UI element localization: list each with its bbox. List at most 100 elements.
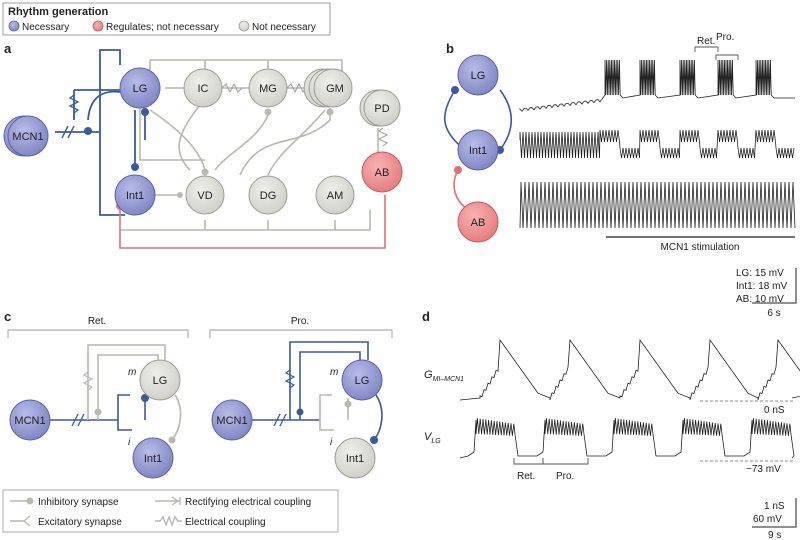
legend-inhibitory-label: Inhibitory synapse [38,497,119,508]
node-am: AM [315,175,355,215]
node-vd: VD [185,175,225,215]
panel-c-pro-title: Pro. [291,316,309,327]
bracket-pro-label: Pro. [716,32,734,43]
pd-ab-coupling [377,127,389,147]
legend-electrical-label: Electrical coupling [185,517,266,528]
node-am-label: AM [327,190,344,202]
node-dg: DG [248,175,288,215]
legend-inhibitory-icon [26,497,34,505]
bracket-c-pro [209,329,393,338]
node-vd-label: VD [197,190,212,202]
panel-b-synapse-a [451,86,459,94]
trace-v [459,418,795,459]
scale-ns: 1 nS [764,501,785,512]
legend-electrical-icon [155,515,182,527]
legend-necessary-swatch [8,20,20,32]
node-ab-label: AB [375,167,390,179]
node-dg-label: DG [260,190,277,202]
panel-c-ret-lg: LG [139,359,181,401]
bracket-ret [694,46,719,52]
panel-b: b LG Int1 AB Ret. Pro. MCN1 stimulation … [443,32,797,319]
node-mg: MG [248,68,288,108]
node-ab: AB [361,151,403,193]
panel-c-pro-syn2 [344,400,352,408]
d-ret-label: Ret. [517,471,535,482]
panel-b-node-ab: AB [457,201,499,243]
panel-c-label: c [4,309,11,324]
scale-mv: 60 mV [753,514,782,525]
legend-excitatory-label: Excitatory synapse [38,517,122,528]
v-label-main: V [424,431,433,443]
panel-b-red-synapse [454,166,462,174]
legend-excitatory-icon [10,515,31,527]
scale-ab: AB: 10 mV [736,294,784,305]
scale-time-d: 9 s [768,530,781,540]
bracket-c-ret [7,329,189,338]
bracket-pro [715,54,739,60]
panel-b-label: b [446,41,454,56]
panel-c-ret-break [71,413,85,427]
panel-c-pro-lg: LG [341,359,383,401]
panel-b-node-int1: Int1 [457,129,499,171]
panel-c-pro-mcn1-label: MCN1 [216,415,247,427]
panel-c-ret-mcn1-label: MCN1 [14,415,45,427]
panel-c-pro-syn3 [370,436,378,444]
node-mcn1-label: MCN1 [12,131,43,143]
legend-synapses: Inhibitory synapse Rectifying electrical… [2,489,339,533]
node-lg: LG [119,67,161,109]
node-pd: PD [359,89,401,127]
panel-c-ret-syn2 [141,394,149,402]
panel-c-ret-m: m [128,367,136,378]
bracket-d-ret [513,458,544,465]
node-gm: GM [303,68,353,108]
legend-necessary-label: Necessary [22,22,69,33]
trace-lg [519,59,795,112]
panel-c-ret-int1-label: Int1 [144,453,162,465]
panel-a-grey-synapses [177,108,334,198]
legend-rectifying-icon [155,496,181,506]
panel-c-pro-lg-label: LG [355,375,370,387]
stimulation-label: MCN1 stimulation [661,242,740,253]
g-label-main: G [424,369,433,381]
panel-c-pro-int1-label: Int1 [346,453,364,465]
panel-d-label: d [422,309,430,324]
panel-c-ret-int1: Int1 [132,437,174,479]
ic-mg-coupling [221,82,243,94]
trace-ab [519,181,796,229]
scale-int1: Int1: 18 mV [736,281,787,292]
panel-b-node-lg: LG [457,54,499,96]
panel-c-ret-mcn1: MCN1 [9,399,51,441]
node-int1-label: Int1 [126,190,144,202]
v-label: VLG [424,431,441,445]
panel-c-ret-title: Ret. [88,316,106,327]
legend-rectifying-label: Rectifying electrical coupling [185,497,311,508]
node-lg-label: LG [133,83,148,95]
bracket-d-pro [542,458,589,465]
legend-regulates-label: Regulates; not necessary [106,22,219,33]
panel-a-blue-synapses [84,108,149,171]
scale-bar-b [752,268,797,304]
node-mcn1: MCN1 [3,115,49,157]
panel-c-ret-coupling [82,371,94,391]
panel-c-pro-i: i [330,437,333,448]
g-label: GMI–MCN1 [424,369,464,383]
d-pro-label: Pro. [556,471,574,482]
scale-lg: LG: 15 mV [736,268,784,279]
panel-b-node-ab-label: AB [471,217,486,229]
v-label-sub: LG [431,438,441,445]
panel-c-ret-i: i [128,437,131,448]
legend-not-necessary-label: Not necessary [252,22,316,33]
panel-b-lg-int1-right [499,89,512,151]
panel-c-pro-syn1 [296,408,304,416]
panel-c-pro-break [273,413,287,427]
node-ic-label: IC [198,83,209,95]
legend-rhythm-generation: Rhythm generation Necessary Regulates; n… [2,2,331,36]
panel-b-ab-wire [453,169,467,209]
panel-a-label: a [4,41,12,56]
legend-regulates-swatch [92,20,104,32]
legend-title: Rhythm generation [8,6,109,18]
legend-not-necessary-swatch [238,20,250,32]
panel-c-ret-syn3 [168,436,176,444]
g-label-sub: MI–MCN1 [433,376,465,383]
v-rest-label: −73 mV [746,464,781,475]
